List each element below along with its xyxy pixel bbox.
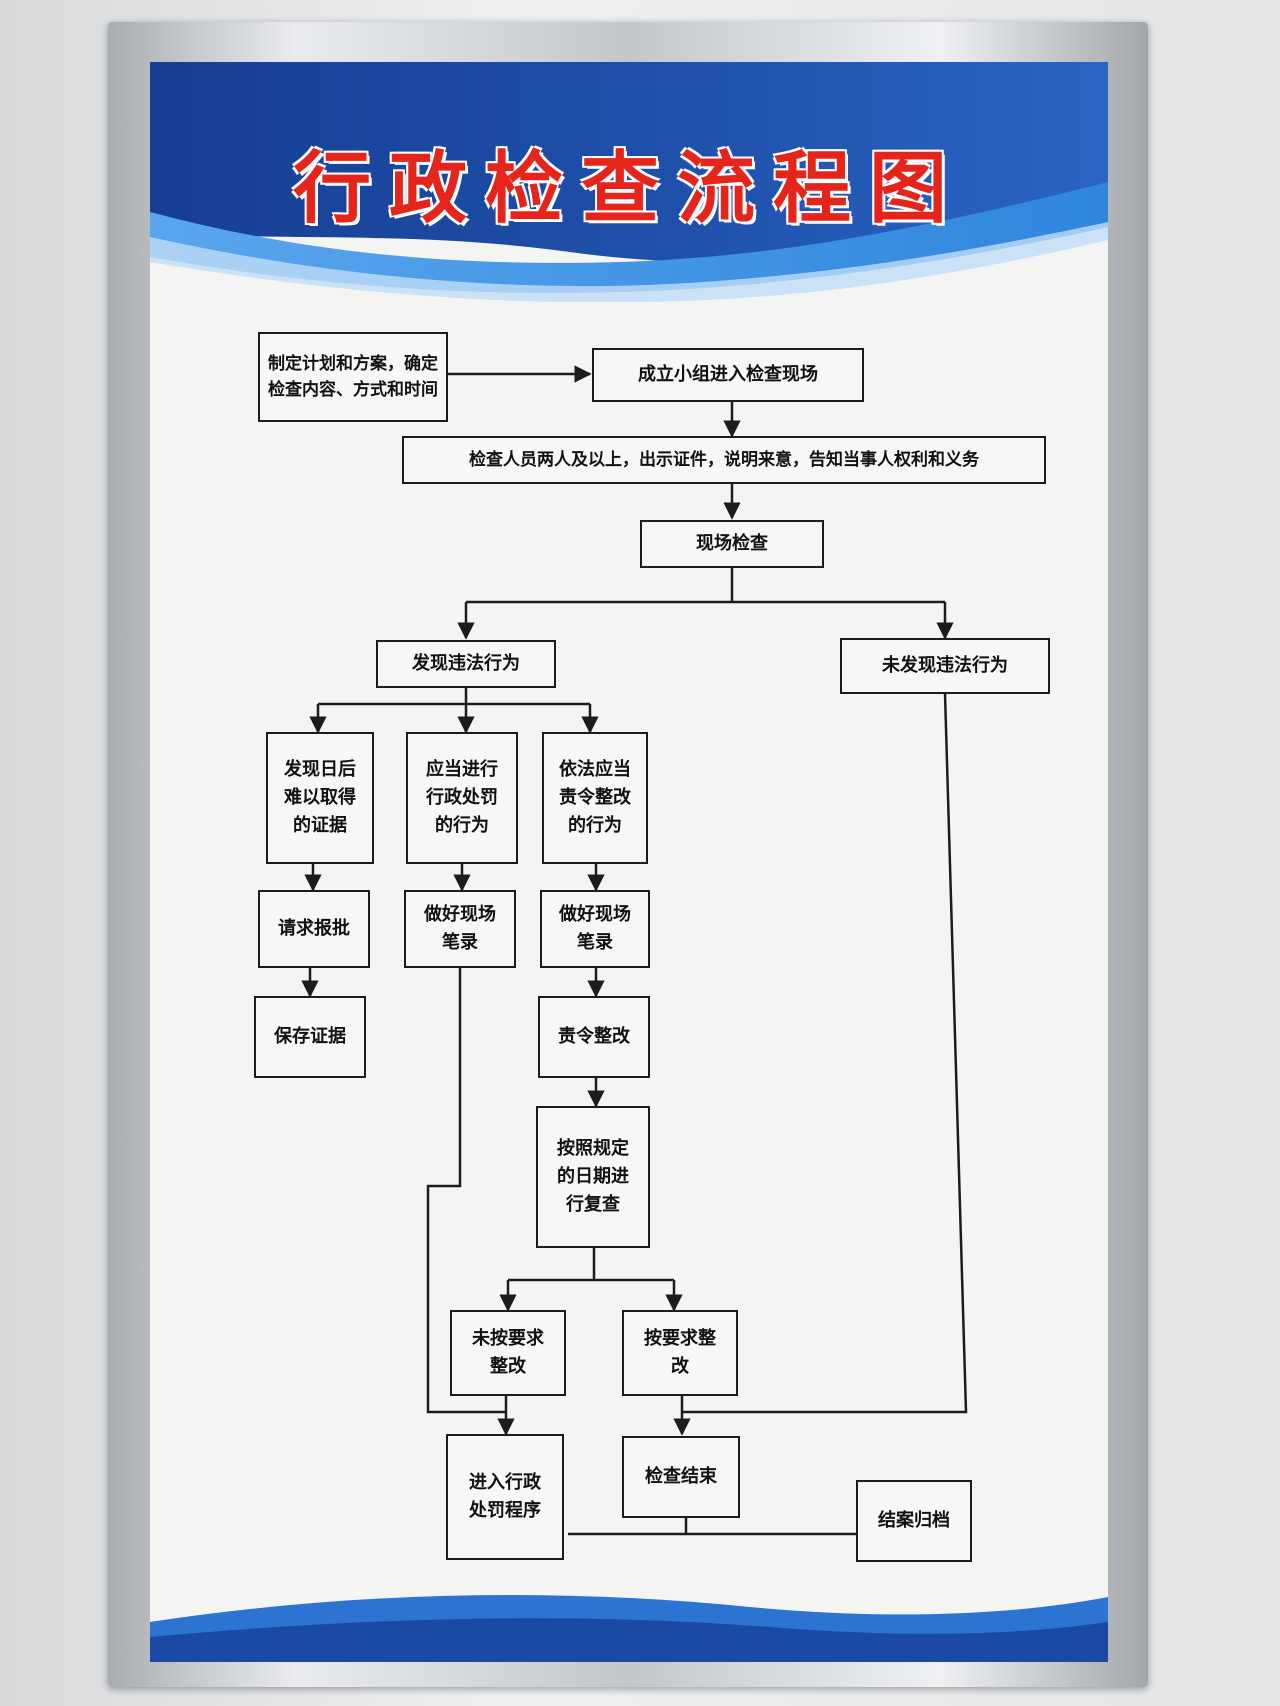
bottom-wave-banner: [150, 1595, 1108, 1662]
node-not-rectified: 未按要求整改: [450, 1310, 566, 1396]
poster-title: 行政检查流程图: [292, 144, 965, 234]
node-record-a: 做好现场笔录: [404, 890, 516, 968]
node-recheck: 按照规定的日期进行复查: [536, 1106, 650, 1248]
node-enter-penalty: 进入行政处罚程序: [446, 1434, 564, 1560]
node-close-archive: 结案归档: [856, 1480, 972, 1562]
node-evidence-hard: 发现日后难以取得的证据: [266, 732, 374, 864]
node-rectified: 按要求整改: [622, 1310, 738, 1396]
node-record-b: 做好现场笔录: [540, 890, 650, 968]
node-inspection-end: 检查结束: [622, 1436, 740, 1518]
node-inspectors: 检查人员两人及以上，出示证件，说明来意，告知当事人权利和义务: [402, 436, 1046, 484]
node-plan: 制定计划和方案，确定检查内容、方式和时间: [258, 332, 448, 422]
top-wave-banner: [150, 62, 1108, 302]
node-should-rectify: 依法应当责令整改的行为: [542, 732, 648, 864]
split-recheck: [508, 1248, 674, 1282]
node-team: 成立小组进入检查现场: [592, 348, 864, 402]
node-preserve-evidence: 保存证据: [254, 996, 366, 1078]
split-found: [318, 688, 590, 706]
node-order-rectify: 责令整改: [538, 996, 650, 1078]
node-onsite: 现场检查: [640, 520, 824, 568]
not-found-line-down: [682, 693, 968, 1414]
node-request-approval: 请求报批: [258, 890, 370, 968]
punish-line-down: [426, 968, 506, 1414]
close-line: [568, 1518, 856, 1536]
node-not-found: 未发现违法行为: [840, 638, 1050, 694]
node-found: 发现违法行为: [376, 640, 556, 688]
split-onsite: [466, 568, 945, 604]
node-should-punish: 应当进行行政处罚的行为: [406, 732, 518, 864]
